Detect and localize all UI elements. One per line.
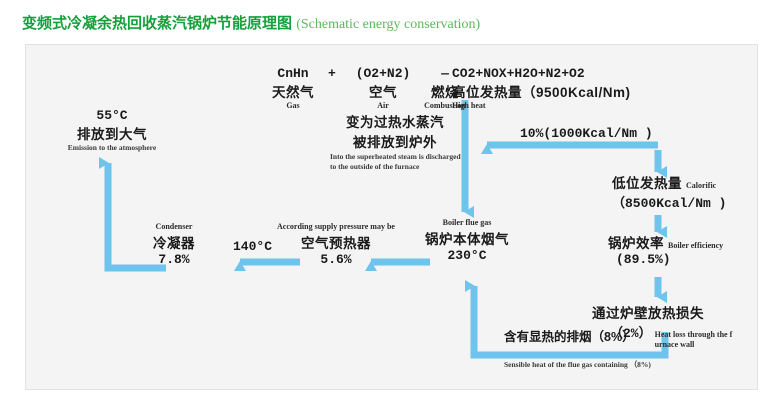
arrow-condenser-to-emission [99, 157, 166, 272]
node-calorific: 低位发热量 Calorific （8500Kcal/Nm ) [612, 172, 762, 211]
wall-loss-cn: 通过炉壁放热损失 [592, 306, 704, 321]
boiler-flue-gas-en: Boiler flue gas [442, 218, 492, 227]
superheated-en-line1: Into the superheated steam is discharged [330, 152, 461, 161]
boiler-efficiency-value: (89.5%) [616, 252, 671, 267]
equation-process: — 燃烧 Combustion [418, 66, 472, 111]
superheated-cn-line2: 被排放到炉外 [353, 135, 437, 150]
equation-reactant-1: CnHn 天然气 Gas [258, 66, 328, 111]
air-preheater-cn: 空气预热器 [301, 236, 371, 251]
node-condenser: Condenser 冷凝器 7.8% [124, 222, 224, 267]
page-title-cn: 变频式冷凝余热回收蒸汽锅炉节能原理图 [22, 15, 293, 32]
equation-product-cn: 高位发热量（9500Kcal/Nm) [452, 85, 631, 100]
equation-product-formula: CO2+NOX+H2O+N2+O2 [452, 66, 585, 81]
superheated-en-line2: to the outside of the furnace [330, 161, 420, 171]
equation-reactant-2-en: Air [377, 101, 389, 110]
boiler-flue-gas-temp: 230°C [447, 248, 487, 263]
equation-reactant-1-en: Gas [286, 101, 300, 110]
node-boiler-flue-gas: Boiler flue gas 锅炉本体烟气 230°C [408, 218, 526, 263]
calorific-cn: 低位发热量 [612, 176, 682, 191]
boiler-efficiency-cn: 锅炉效率 [608, 236, 664, 251]
equation-plus-sign: + [328, 66, 336, 81]
boiler-efficiency-heading: 锅炉效率 Boiler efficiency [608, 232, 768, 252]
equation-process-en: Combustion [424, 101, 466, 110]
emission-cn: 排放到大气 [77, 127, 147, 142]
emission-en: Emission to the atmosphere [67, 143, 157, 152]
equation-arrow-dash: — [441, 66, 449, 81]
node-boiler-efficiency: 锅炉效率 Boiler efficiency (89.5%) [608, 232, 768, 267]
condenser-value: 7.8% [158, 252, 190, 267]
boiler-flue-gas-cn: 锅炉本体烟气 [425, 232, 509, 247]
equation-reactant-2: (O2+N2) 空气 Air [348, 66, 418, 111]
equation-reactant-2-cn: 空气 [369, 85, 397, 100]
air-preheater-en: According supply pressure may be [277, 222, 395, 231]
node-superheated-steam: 变为过热水蒸汽 被排放到炉外 Into the superheated stea… [330, 111, 461, 172]
node-flue-gas-sensible-heat: 含有显热的排烟（8%） [504, 326, 684, 345]
calorific-en: Calorific [686, 181, 717, 190]
arrow-flue-gas-return [465, 280, 669, 359]
equation-reactant-2-formula: (O2+N2) [355, 66, 411, 81]
flue-gas-sensible-en: Sensible heat of the flue gas containing… [504, 360, 651, 369]
flue-gas-sensible-cn: 含有显热的排烟（8%） [504, 330, 635, 344]
air-preheater-value: 5.6% [320, 252, 352, 267]
label-temp-140: 140°C [233, 239, 273, 254]
wall-loss-en-line1: Heat loss through the f [654, 330, 733, 339]
node-emission: 55°C 排放到大气 Emission to the atmosphere [38, 108, 186, 153]
wall-loss-en: Heat loss through the f urnace wall [655, 330, 733, 350]
label-ten-percent: 10%(1000Kcal/Nm ) [520, 126, 653, 141]
diagram-panel [25, 44, 758, 390]
node-wall-heat-loss: 通过炉壁放热损失 （2%） Heat loss through the f ur… [592, 302, 767, 350]
condenser-cn: 冷凝器 [153, 236, 195, 251]
wall-loss-detail: （2%） Heat loss through the f urnace wall [592, 322, 767, 350]
node-air-preheater: According supply pressure may be 空气预热器 5… [275, 222, 397, 267]
condenser-en: Condenser [155, 222, 193, 231]
equation-process-cn: 燃烧 [431, 85, 459, 100]
equation-reactant-1-cn: 天然气 [272, 85, 314, 100]
boiler-efficiency-en: Boiler efficiency [668, 241, 724, 250]
calorific-heading: 低位发热量 Calorific [612, 172, 762, 192]
wall-loss-en-line2: urnace wall [654, 340, 695, 349]
superheated-cn-line1: 变为过热水蒸汽 [346, 115, 444, 130]
page-title: 变频式冷凝余热回收蒸汽锅炉节能原理图 (Schematic energy con… [22, 12, 480, 34]
equation-product: CO2+NOX+H2O+N2+O2 高位发热量（9500Kcal/Nm) Hig… [452, 66, 692, 111]
equation-product-en: High heat [452, 101, 486, 110]
emission-temp: 55°C [96, 108, 128, 123]
page-title-en: (Schematic energy conservation) [296, 17, 481, 32]
calorific-value: （8500Kcal/Nm ) [612, 196, 727, 211]
equation-reactant-1-formula: CnHn [277, 66, 309, 81]
wall-loss-value: （2%） [610, 326, 652, 341]
